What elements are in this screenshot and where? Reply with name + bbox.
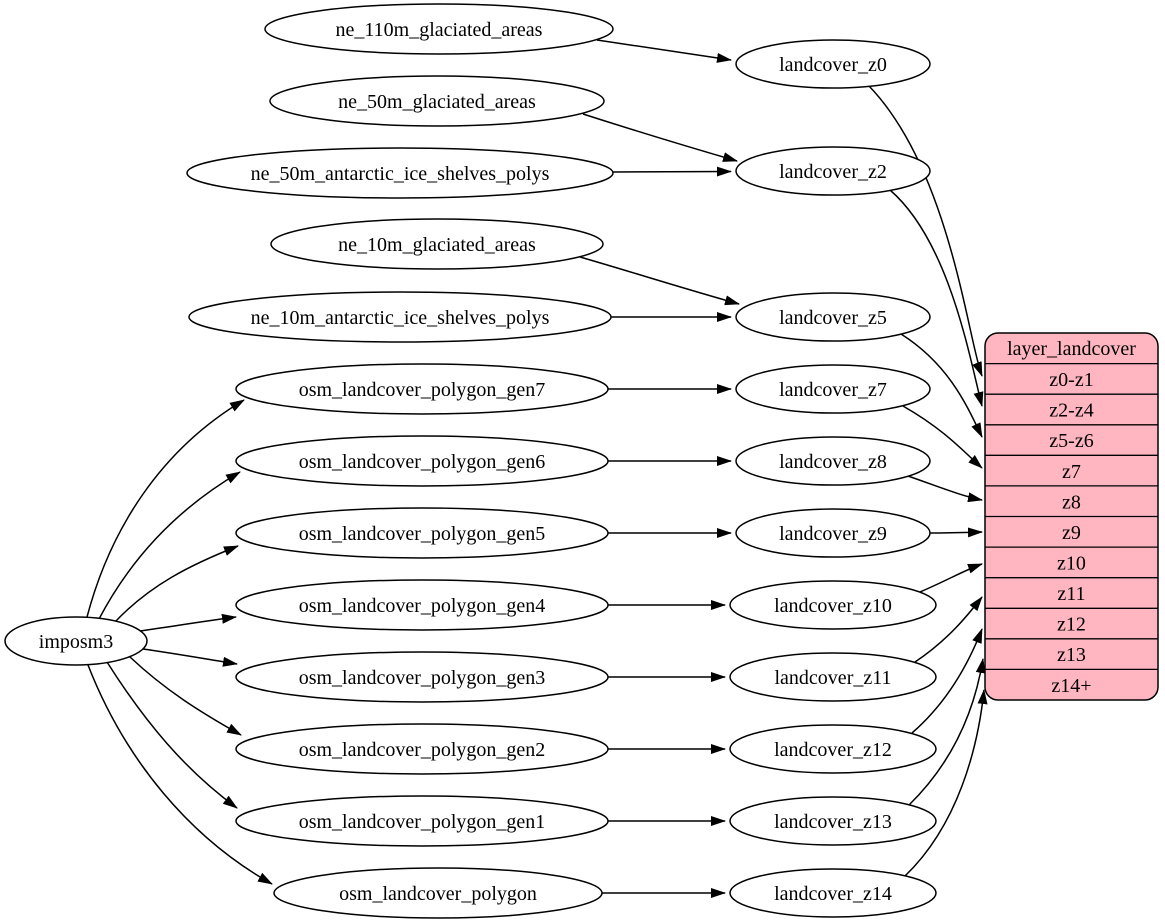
edge-imposm3-to-gen3 [142, 648, 238, 667]
node-osm-landcover-polygon-gen3: osm_landcover_polygon_gen3 [235, 651, 609, 703]
edge-imposm3-to-gen4 [139, 613, 237, 632]
node-ne-110m-glaciated-areas: ne_110m_glaciated_areas [264, 3, 614, 55]
node-label: ne_110m_glaciated_areas [336, 19, 543, 41]
node-label: osm_landcover_polygon_gen3 [299, 667, 546, 689]
edge-z2-to-row-z2-z4 [889, 189, 984, 407]
node-label: osm_landcover_polygon_gen6 [299, 451, 546, 473]
node-ne-50m-glaciated-areas: ne_50m_glaciated_areas [269, 75, 605, 127]
node-osm-landcover-polygon-gen1: osm_landcover_polygon_gen1 [235, 795, 609, 847]
edge-ne110m-to-z0 [596, 39, 732, 63]
node-label: landcover_z14 [774, 883, 892, 905]
node-landcover-z0: landcover_z0 [735, 39, 931, 89]
table-row-z9: z9 [1062, 522, 1081, 544]
node-landcover-z11: landcover_z11 [729, 652, 937, 702]
edge-z8-to-row-z8 [907, 475, 983, 503]
node-osm-landcover-polygon: osm_landcover_polygon [273, 867, 603, 919]
node-label: landcover_z9 [779, 523, 887, 545]
node-osm-landcover-polygon-gen5: osm_landcover_polygon_gen5 [235, 507, 609, 559]
node-osm-landcover-polygon-gen7: osm_landcover_polygon_gen7 [235, 363, 609, 415]
node-imposm3: imposm3 [4, 616, 148, 666]
edge-ne10m-glaciated-to-z5 [579, 256, 740, 306]
node-ne-50m-antarctic-ice-shelves-polys: ne_50m_antarctic_ice_shelves_polys [186, 147, 614, 199]
table-row-z7: z7 [1062, 461, 1081, 483]
node-label: osm_landcover_polygon_gen5 [299, 523, 546, 545]
node-label: landcover_z2 [779, 161, 887, 183]
edge-imposm3-to-gen1 [106, 661, 238, 809]
node-label: landcover_z11 [775, 667, 892, 689]
edge-z5-to-row-z5-z6 [900, 333, 983, 438]
table-row-z13: z13 [1057, 644, 1086, 666]
node-label: landcover_z7 [779, 379, 887, 401]
edge-z14-to-row-z14 [904, 689, 988, 877]
edge-imposm3-to-gen6 [98, 471, 241, 620]
table-row-z14plus: z14+ [1051, 675, 1091, 697]
node-label: osm_landcover_polygon_gen4 [299, 595, 546, 617]
edge-z12-to-row-z12 [911, 628, 983, 734]
node-label: osm_landcover_polygon [339, 883, 537, 905]
node-label: osm_landcover_polygon_gen2 [299, 739, 546, 761]
edge-ne50m-glaciated-to-z2 [582, 113, 738, 162]
node-label: ne_10m_antarctic_ice_shelves_polys [251, 307, 550, 329]
node-landcover-z12: landcover_z12 [729, 724, 937, 774]
table-row-z12: z12 [1057, 614, 1086, 636]
table-layer-landcover: layer_landcover z0-z1 z2-z4 z5-z6 z7 z8 … [984, 332, 1159, 701]
node-landcover-z5: landcover_z5 [735, 292, 931, 342]
node-label: landcover_z0 [779, 54, 887, 76]
edge-z9-to-row-z9 [929, 527, 983, 538]
table-title: layer_landcover [1007, 338, 1136, 360]
table-row-z11: z11 [1057, 583, 1085, 605]
node-osm-landcover-polygon-gen4: osm_landcover_polygon_gen4 [235, 579, 609, 631]
node-landcover-z2: landcover_z2 [735, 146, 931, 196]
node-label: ne_50m_antarctic_ice_shelves_polys [251, 163, 550, 185]
node-landcover-z9: landcover_z9 [735, 508, 931, 558]
node-label: landcover_z12 [774, 739, 892, 761]
node-label: landcover_z13 [774, 811, 892, 833]
node-landcover-z7: landcover_z7 [735, 364, 931, 414]
edge-imposm3-to-gen5 [114, 545, 239, 623]
node-imposm3-label: imposm3 [39, 631, 113, 653]
table-row-z2-z4: z2-z4 [1049, 400, 1093, 422]
table-row-z8: z8 [1062, 492, 1081, 514]
edge-z10-to-row-z10 [919, 563, 983, 593]
edge-imposm3-to-gen7 [86, 399, 245, 618]
node-landcover-z10: landcover_z10 [729, 580, 937, 630]
node-osm-landcover-polygon-gen6: osm_landcover_polygon_gen6 [235, 435, 609, 487]
node-label: ne_10m_glaciated_areas [338, 234, 536, 256]
node-ne-10m-glaciated-areas: ne_10m_glaciated_areas [270, 218, 604, 270]
edge-z13-to-row-z13 [908, 658, 986, 806]
node-landcover-z14: landcover_z14 [729, 868, 937, 918]
node-osm-landcover-polygon-gen2: osm_landcover_polygon_gen2 [235, 723, 609, 775]
edge-ne50m-antarctic-to-z2 [612, 166, 732, 177]
edge-z11-to-row-z11 [914, 596, 983, 663]
node-label: landcover_z8 [779, 451, 887, 473]
node-label: ne_50m_glaciated_areas [338, 91, 536, 113]
node-landcover-z8: landcover_z8 [735, 436, 931, 486]
node-landcover-z13: landcover_z13 [729, 796, 937, 846]
node-ne-10m-antarctic-ice-shelves-polys: ne_10m_antarctic_ice_shelves_polys [188, 291, 612, 343]
edge-imposm3-to-polygon [87, 664, 273, 885]
edge-z7-to-row-z7 [902, 405, 983, 469]
table-row-z10: z10 [1057, 553, 1086, 575]
node-label: osm_landcover_polygon_gen1 [299, 811, 546, 833]
table-row-z5-z6: z5-z6 [1049, 430, 1093, 452]
node-label: landcover_z5 [779, 307, 887, 329]
edge-z0-to-row-z0-z1 [868, 85, 983, 377]
node-label: landcover_z10 [774, 595, 892, 617]
table-row-z0-z1: z0-z1 [1049, 369, 1093, 391]
node-label: osm_landcover_polygon_gen7 [299, 379, 546, 401]
edge-imposm3-to-gen2 [129, 656, 242, 736]
